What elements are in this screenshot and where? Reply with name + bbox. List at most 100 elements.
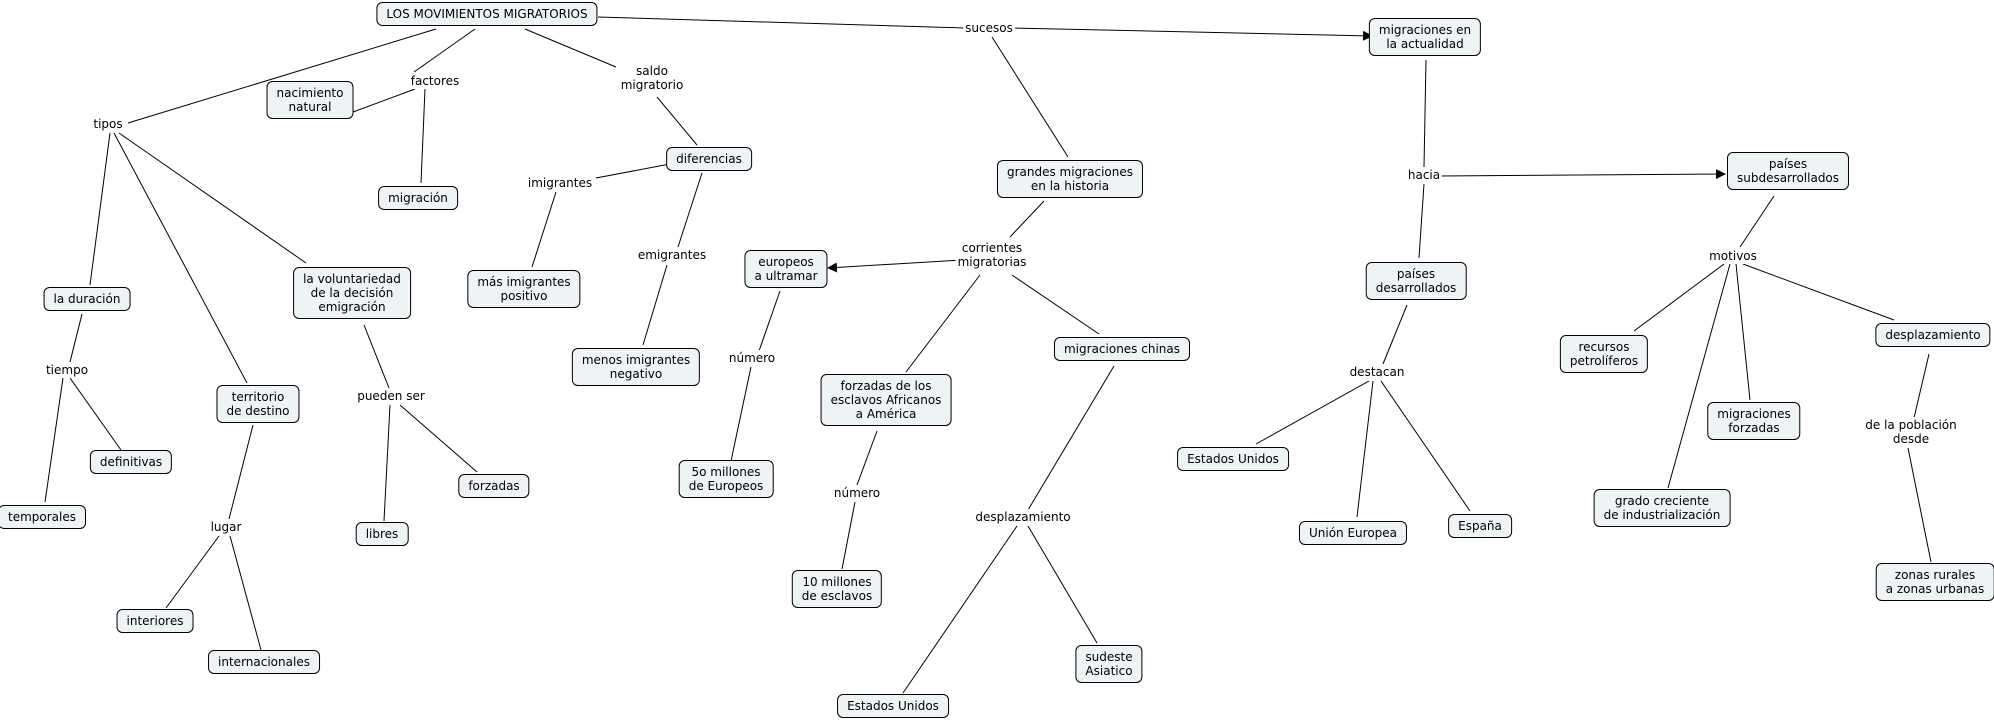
concept-internacionales[interactable]: internacionales: [208, 650, 320, 674]
concept-estados-unidos-2[interactable]: Estados Unidos: [1177, 447, 1289, 471]
connector-line: [1009, 200, 1045, 238]
connector-line: [1439, 169, 1726, 180]
concept-sudeste-asiatico[interactable]: sudeste Asiatico: [1075, 645, 1143, 683]
link-factores: factores: [408, 73, 462, 89]
connector-line: [165, 535, 220, 609]
concept-mas-imigrantes[interactable]: más imigrantes positivo: [467, 270, 581, 308]
connector-line: [352, 88, 416, 113]
concept-la-duracion[interactable]: la duración: [43, 287, 131, 311]
connector-line: [1255, 380, 1370, 445]
connector-line: [113, 132, 248, 384]
concept-10-millones[interactable]: 10 millones de esclavos: [791, 570, 883, 608]
connector-line: [1423, 59, 1427, 168]
link-hacia: hacia: [1405, 167, 1443, 183]
concept-paises-desarrollados[interactable]: países desarrollados: [1365, 262, 1467, 300]
connector-line: [118, 132, 307, 264]
connector-line: [1380, 380, 1471, 512]
connector-line: [1667, 263, 1731, 489]
concept-territorio-de-destino[interactable]: territorio de destino: [216, 385, 300, 423]
link-numero-2: número: [831, 485, 883, 501]
connector-line: [1011, 274, 1100, 335]
concept-grado-industrializacion[interactable]: grado creciente de industrialización: [1593, 489, 1731, 527]
connector-line: [531, 191, 557, 268]
concept-zonas-rurales[interactable]: zonas rurales a zonas urbanas: [1875, 563, 1994, 601]
concept-espana[interactable]: España: [1448, 514, 1512, 538]
connector-line: [1027, 525, 1098, 644]
concept-union-europea[interactable]: Unión Europea: [1298, 521, 1408, 545]
connector-line: [1356, 380, 1374, 518]
connector-line: [1742, 263, 1895, 321]
concept-nacimiento-natural[interactable]: nacimiento natural: [266, 81, 354, 119]
concept-migraciones-chinas[interactable]: migraciones chinas: [1053, 337, 1191, 361]
connector-line: [228, 424, 254, 520]
concept-temporales[interactable]: temporales: [0, 505, 86, 529]
connector-line: [656, 96, 698, 146]
link-lugar: lugar: [208, 519, 244, 535]
concept-voluntariedad[interactable]: la voluntariedad de la decisión emigraci…: [293, 267, 411, 319]
concept-paises-subdesarrollados[interactable]: países subdesarrollados: [1726, 152, 1850, 190]
connector-line: [902, 525, 1018, 694]
concept-migraciones-actualidad[interactable]: migraciones en la actualidad: [1368, 18, 1482, 56]
connector-line: [991, 36, 1069, 158]
connector-line: [595, 163, 671, 179]
connector-line: [420, 88, 426, 184]
concept-esclavos-africanos[interactable]: forzadas de los esclavos Africanos a Amé…: [820, 374, 952, 426]
concept-50-millones[interactable]: 5o millones de Europeos: [678, 460, 774, 498]
connector-line: [69, 313, 83, 363]
concept-menos-imigrantes[interactable]: menos imigrantes negativo: [571, 348, 701, 386]
connector-line: [905, 274, 981, 373]
connector-line: [1011, 27, 1373, 41]
connector-line: [1382, 304, 1408, 365]
concept-definitivas[interactable]: definitivas: [89, 450, 173, 474]
concept-desplazamiento-2[interactable]: desplazamiento: [1875, 323, 1991, 347]
connector-line: [44, 377, 64, 503]
link-tipos: tipos: [91, 116, 125, 132]
connector-line: [1027, 365, 1115, 511]
link-emigrantes: emigrantes: [635, 247, 709, 263]
concept-europeos-ultramar[interactable]: europeos a ultramar: [744, 250, 828, 288]
connector-line: [127, 28, 437, 124]
link-corrientes-migratorias: corrientes migratorias: [955, 240, 1029, 270]
link-sucesos: sucesos: [963, 20, 1015, 36]
concept-migraciones-forzadas[interactable]: migraciones forzadas: [1707, 402, 1801, 440]
connector-line: [758, 290, 781, 352]
link-tiempo: tiempo: [43, 362, 91, 378]
link-destacan: destacan: [1347, 364, 1407, 380]
concept-forzadas[interactable]: forzadas: [458, 474, 530, 498]
connector-line: [363, 324, 390, 389]
connector-line: [69, 377, 122, 451]
connector-line: [1633, 263, 1725, 332]
connector-line: [524, 28, 617, 68]
concept-estados-unidos-1[interactable]: Estados Unidos: [837, 694, 949, 718]
connector-line: [677, 172, 703, 248]
concept-diferencias[interactable]: diferencias: [666, 147, 752, 171]
connector-line: [1913, 353, 1930, 419]
link-motivos: motivos: [1707, 248, 1759, 264]
connector-line: [1418, 183, 1425, 259]
link-pueden-ser: pueden ser: [355, 388, 427, 404]
connector-line: [597, 16, 966, 29]
connector-line: [399, 404, 478, 473]
connector-line: [827, 259, 963, 273]
connector-line: [1739, 195, 1775, 248]
connector-line: [841, 501, 856, 570]
concept-grandes-migraciones[interactable]: grandes migraciones en la historia: [996, 160, 1144, 198]
link-de-la-poblacion-desde: de la población desde: [1863, 417, 1959, 447]
connector-line: [1735, 263, 1751, 401]
connector-line: [642, 264, 668, 346]
connector-line: [413, 28, 476, 73]
connector-line: [1907, 447, 1932, 563]
concept-libres[interactable]: libres: [355, 522, 409, 546]
link-imigrantes: imigrantes: [525, 175, 595, 191]
link-desplazamiento-1: desplazamiento: [973, 509, 1073, 525]
connector-line: [383, 404, 391, 522]
connector-line: [856, 430, 878, 486]
concept-recursos-petroliferos[interactable]: recursos petrolíferos: [1559, 335, 1649, 373]
link-numero-1: número: [726, 350, 778, 366]
connector-line: [89, 132, 111, 286]
concept-root[interactable]: LOS MOVIMIENTOS MIGRATORIOS: [376, 2, 598, 26]
concept-migracion[interactable]: migración: [378, 186, 458, 210]
connector-line: [229, 535, 262, 651]
concept-interiores[interactable]: interiores: [116, 609, 194, 633]
